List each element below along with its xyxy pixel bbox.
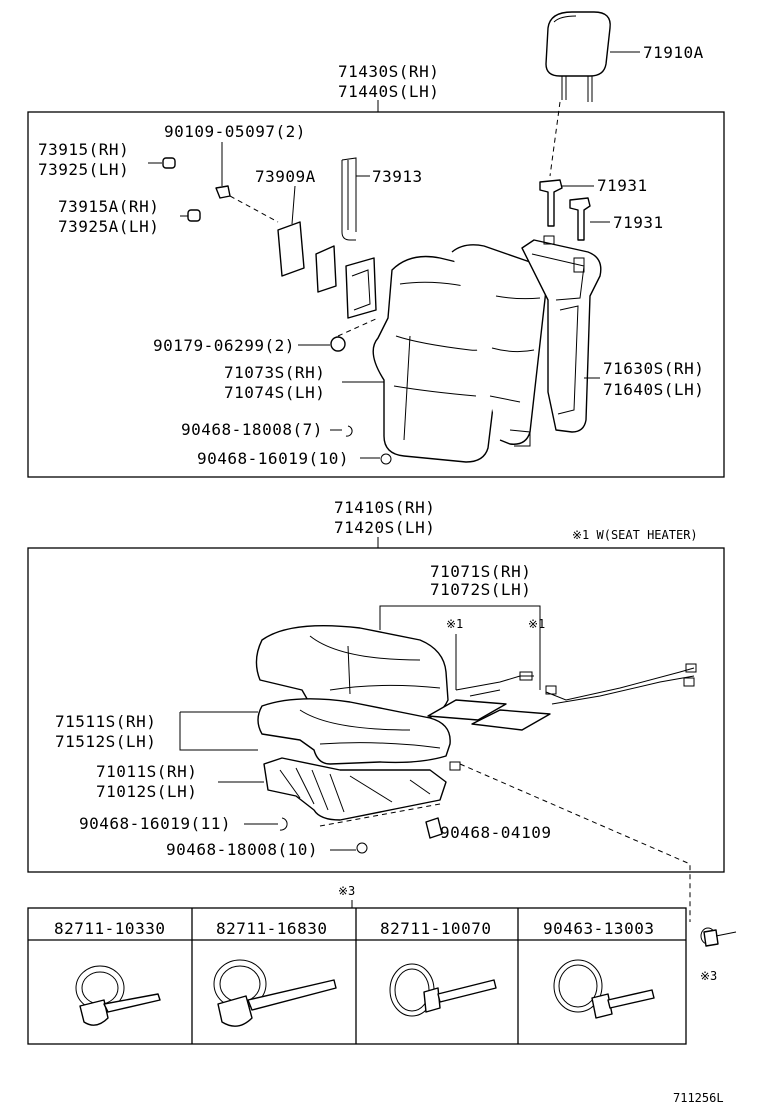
- label-clip: 90468-04109: [440, 823, 551, 842]
- label-frame-rh: 71630S(RH): [603, 359, 704, 378]
- label-cushion-assy-rh: 71410S(RH): [334, 498, 435, 517]
- headrest-illustration: [545, 11, 611, 102]
- label-cover-lh: 71074S(LH): [224, 383, 325, 402]
- label-frame-lh: 71640S(LH): [603, 380, 704, 399]
- label-hog-ring-upper-a: 90468-18008(7): [181, 420, 323, 439]
- clamp-part-1: 82711-10330: [54, 919, 165, 938]
- side-clamp-mark: ※3: [700, 969, 717, 983]
- clamp-4-illustration: [553, 959, 655, 1019]
- label-bracket: 73909A: [255, 167, 316, 186]
- cushion-pad-illustration: [257, 698, 451, 765]
- heater-mark-a: ※1: [446, 617, 463, 631]
- seatback-frame-illustration: [509, 235, 602, 447]
- clamp-part-3: 82711-10070: [380, 919, 491, 938]
- clamp-3-illustration: [389, 963, 497, 1017]
- clamp-1-illustration: [75, 965, 161, 1026]
- side-clamp-illustration: [700, 927, 737, 947]
- label-hog-ring-lower-a: 90468-16019(11): [79, 814, 231, 833]
- screw-icon: [215, 185, 231, 199]
- hog-ring-icon: [345, 425, 353, 437]
- label-hog-ring-lower-b: 90468-18008(10): [166, 840, 318, 859]
- headrest-support-illustration: [539, 179, 591, 241]
- bracket-illustration: [277, 221, 377, 319]
- clamp-part-4: 90463-13003: [543, 919, 654, 938]
- nut-icon: [330, 336, 346, 352]
- figure-code: 711256L: [673, 1091, 724, 1105]
- seatback-frame: [27, 111, 725, 478]
- label-support-a: 71931: [597, 176, 648, 195]
- hog-ring-icon-b: [380, 453, 392, 465]
- label-cap-lh: 73925(LH): [38, 160, 129, 179]
- label-pad-rh: 71511S(RH): [55, 712, 156, 731]
- label-spring-lh: 71012S(LH): [96, 782, 197, 801]
- label-support-b: 71931: [613, 213, 664, 232]
- label-cushion-cover-rh: 71071S(RH): [430, 562, 531, 581]
- clamp-part-2: 82711-16830: [216, 919, 327, 938]
- label-nut: 90179-06299(2): [153, 336, 295, 355]
- cushion-frame: [27, 547, 725, 873]
- label-headrest: 71910A: [643, 43, 704, 62]
- clamp-2-illustration: [213, 959, 337, 1027]
- label-cap-a-rh: 73915A(RH): [58, 197, 159, 216]
- label-cover-rh: 71073S(RH): [224, 363, 325, 382]
- label-hog-ring-upper-b: 90468-16019(10): [197, 449, 349, 468]
- heater-note: ※1 W(SEAT HEATER): [572, 528, 698, 542]
- label-cap-a-lh: 73925A(LH): [58, 217, 159, 236]
- label-cap-rh: 73915(RH): [38, 140, 129, 159]
- hog-ring-lower-icon: [279, 817, 288, 831]
- lever-illustration: [341, 157, 357, 241]
- label-seatback-assy-rh: 71430S(RH): [338, 62, 439, 81]
- heater-mark-b: ※1: [528, 617, 545, 631]
- label-pad-lh: 71512S(LH): [55, 732, 156, 751]
- label-screw: 90109-05097(2): [164, 122, 306, 141]
- label-cushion-assy-lh: 71420S(LH): [334, 518, 435, 537]
- clamp-table: [27, 907, 687, 1045]
- seat-heater-illustration: [427, 663, 697, 731]
- label-seatback-assy-lh: 71440S(LH): [338, 82, 439, 101]
- label-lever: 73913: [372, 167, 423, 186]
- clamp-mark: ※3: [338, 884, 355, 898]
- clip-icon: [425, 817, 443, 839]
- label-spring-rh: 71011S(RH): [96, 762, 197, 781]
- cushion-frame-illustration: [263, 757, 461, 821]
- label-cushion-cover-lh: 71072S(LH): [430, 580, 531, 599]
